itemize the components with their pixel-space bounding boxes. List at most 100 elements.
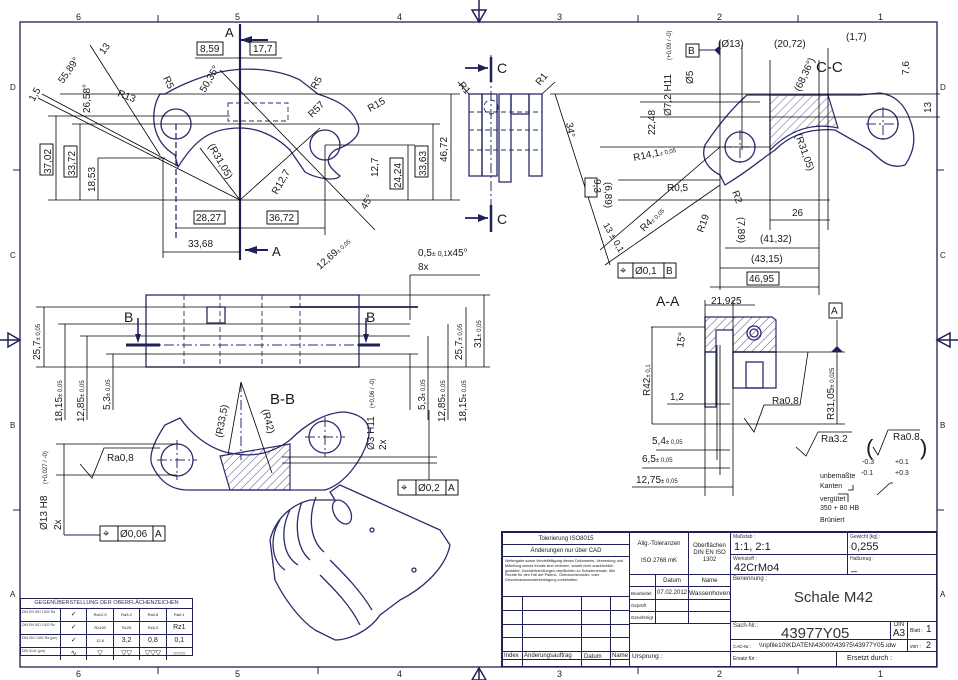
dim-top-5-3-left: 5,3± 0,05 xyxy=(102,379,113,410)
gewicht-cell: Gewicht [kg] :0,255 xyxy=(847,532,937,555)
top-view-dim-labels: 25,7± 0,05 18,15± 0,05 12,85± 0,05 5,3± … xyxy=(32,320,484,422)
dim-top-31-right: 31± 0,05 xyxy=(473,320,484,348)
zone-col-5: 5 xyxy=(235,12,240,22)
dim-13: 13 xyxy=(97,41,113,57)
dim-28-27: 28,27 xyxy=(196,213,221,224)
dim-37-02: 37,02 xyxy=(43,149,54,174)
zone-row-b: B xyxy=(10,421,15,430)
index-label-cell: Index xyxy=(502,651,523,667)
blank-cell xyxy=(629,623,731,652)
dim-top-18-15-left: 18,15± 0,05 xyxy=(54,380,65,422)
zone-col-6: 6 xyxy=(76,12,81,22)
surface-table-cell: ✓ xyxy=(61,635,88,647)
ersatz-fuer-cell: Ersatz für : xyxy=(730,651,837,667)
dim-33-63: 33,63 xyxy=(418,151,429,176)
dim-bb-hole13-tol: (+0,027 / -0) xyxy=(43,451,49,484)
zone-row-d: D xyxy=(10,83,16,92)
dim-cc-43-15: (43,15) xyxy=(751,254,783,265)
dim-r1-right: R1 xyxy=(534,71,551,88)
dim-36-72: 36,72 xyxy=(269,213,294,224)
benennung-label: Benennung : xyxy=(733,576,768,582)
dim-55-89: 55,89° xyxy=(56,56,82,86)
oberflaechen-cell: Oberflächen DIN EN ISO 1302 xyxy=(688,532,731,575)
dim-top-25-7-left: 25,7± 0,05 xyxy=(32,323,43,360)
section-marker-b-right: B xyxy=(366,309,375,325)
centering-mark-left-icon xyxy=(0,331,22,349)
aenderungen-text: Änderungen nur über CAD xyxy=(530,548,602,554)
note-heat-2: 350 + 80 HB xyxy=(820,505,859,512)
dim-bb-hole13-count: 2x xyxy=(53,519,64,530)
aenderungsauftrag-label-cell: Änderungsauftrag xyxy=(522,651,582,667)
general-surface-symbol: ( ) xyxy=(795,429,927,502)
zone-col-2: 2 xyxy=(717,12,722,22)
surface-table-row-label: DIN EN ISO 1302 Ra xyxy=(21,609,61,621)
zone-col-3-bottom: 3 xyxy=(557,669,562,679)
sachnr-cell: Sach-Nr.:43977Y05 xyxy=(730,621,891,640)
dim-33-72: 33,72 xyxy=(67,151,78,176)
datum-b-triangle-icon xyxy=(699,44,721,57)
genehmigt-label: Genehmigt xyxy=(631,615,654,620)
allg-tol-label: Allg.-Toleranzen xyxy=(637,541,681,547)
note-edge-b1: +0.1 xyxy=(895,459,909,466)
zone-col-6-bottom: 6 xyxy=(76,669,81,679)
zone-row-a-right: A xyxy=(940,590,946,599)
chamfer-count: 8x xyxy=(418,262,429,273)
dim-cc-7-2: Ø7,2 H11 xyxy=(663,74,674,116)
blatt-value: 1 xyxy=(926,624,932,635)
fcf-bb1-tol: Ø0,06 xyxy=(120,529,148,540)
dim-cc-46-95: 46,95 xyxy=(749,274,774,285)
dim-cc-r2: R2 xyxy=(729,189,744,205)
section-marker-b-left: B xyxy=(124,309,133,325)
dim-45-deg: 45° xyxy=(359,193,376,212)
datum-header: Datum xyxy=(663,578,681,584)
surface-table-cell: ▽▽▽ xyxy=(140,648,167,660)
surface-table-cell: Ra0,8 xyxy=(140,609,167,621)
zone-col-4-bottom: 4 xyxy=(397,669,402,679)
surface-table-row-label: DIN ISO 1302 Ra (µm) xyxy=(21,635,61,647)
section-bb-title: B-B xyxy=(270,391,295,408)
dim-cc-7-6: 7,6 xyxy=(901,61,912,75)
note-ra-general: Ra3.2 xyxy=(821,434,848,445)
blatt-cell: Blatt :1 xyxy=(907,621,937,640)
fcf-position-006-a: ⌖ Ø0,06 A xyxy=(99,525,166,542)
dim-cc-22-48: 22,48 xyxy=(647,110,658,135)
benennung-cell: Benennung :Schale M42 xyxy=(730,574,937,622)
dim-cc-r19: R19 xyxy=(695,213,712,234)
dim-cc-20-72: (20,72) xyxy=(774,39,806,50)
surface-table-cell: Rz1 xyxy=(173,624,186,631)
ersatz-fuer-label: Ersatz für : xyxy=(733,656,758,662)
bb-roughness: Ra0,8 xyxy=(107,453,134,464)
note-edges-2: Kanten xyxy=(820,483,842,490)
dim-r31-05: (R31,05) xyxy=(205,142,234,181)
von-label: von : xyxy=(910,644,921,650)
dim-r57: R57 xyxy=(306,99,327,120)
bearbeitet-label-cell: Bearbeitet xyxy=(629,586,656,600)
name-label-cell: Name xyxy=(610,651,630,667)
surface-table-cell: 0,1 xyxy=(174,637,185,644)
gewicht-label: Gewicht [kg] : xyxy=(850,534,881,540)
surface-symbol-table: GEGENÜBERSTELLUNG DER OBERFLÄCHENZEICHEN… xyxy=(20,598,193,660)
bearbeitet-name: Wassenhoven xyxy=(689,590,730,597)
surface-table-cell: Rz6,3 xyxy=(140,622,167,634)
dim-1-5: 1,5 xyxy=(27,86,44,104)
dim-cc-9-3: 9,3 xyxy=(591,179,602,193)
note-finish: Brüniert xyxy=(820,517,845,524)
massstab-value: 1:1, 2:1 xyxy=(734,541,771,553)
zone-row-c-right: C xyxy=(940,251,946,260)
dim-46-72: 46,72 xyxy=(439,137,450,162)
dim-cc-13: 13 xyxy=(923,101,934,113)
surface-table-title: GEGENÜBERSTELLUNG DER OBERFLÄCHENZEICHEN xyxy=(21,599,192,609)
halbzeug-value: _ xyxy=(851,561,858,573)
tolerierung-text: Tolerierung ISO8015 xyxy=(538,536,594,542)
dim-bb-r42: (R42) xyxy=(259,408,276,435)
datum-a-box xyxy=(828,302,843,319)
aa-roughness: Ra0,8 xyxy=(772,396,799,407)
dim-cc-1-7: (1,7) xyxy=(846,32,867,43)
dim-aa-5-4: 5,4± 0,05 xyxy=(652,436,683,447)
dim-50-35: 50,35° xyxy=(198,64,222,95)
